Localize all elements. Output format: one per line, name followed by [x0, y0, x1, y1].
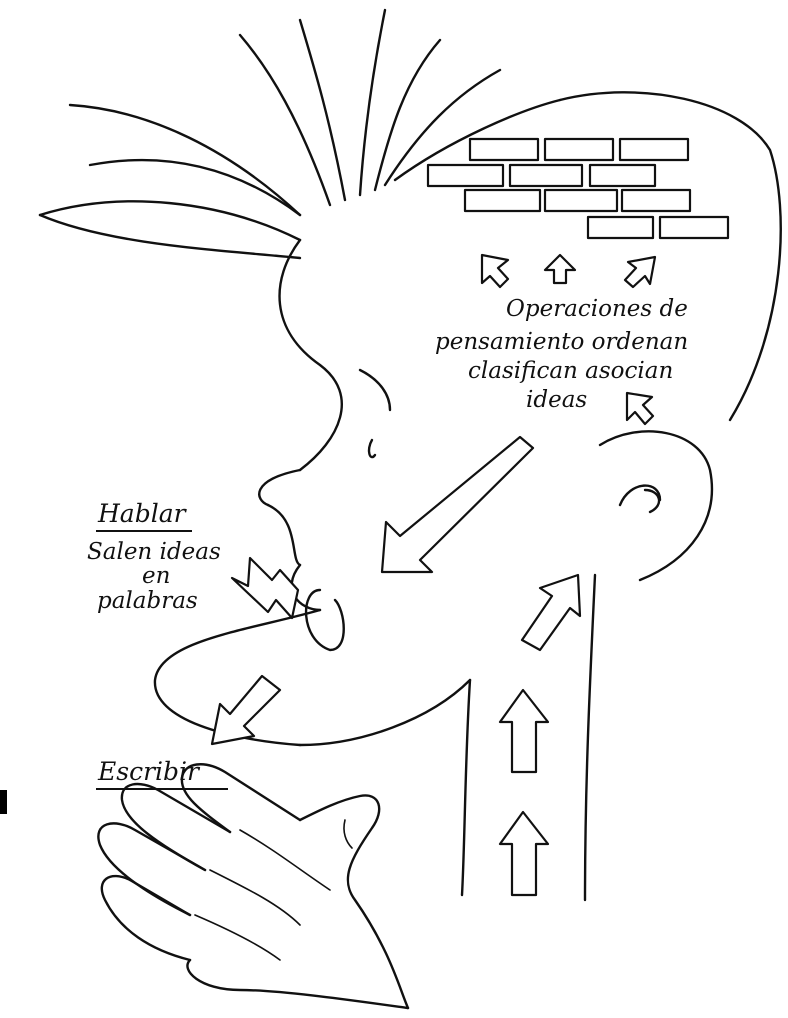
arrow-icon: [625, 391, 655, 426]
speak-line3: palabras: [97, 588, 198, 614]
brick-wall-icon: [426, 137, 730, 240]
speak-caption: Hablar Salen ideas en palabras: [87, 499, 221, 614]
thinking-caption: Operaciones de pensamiento ordenan clasi…: [435, 296, 688, 413]
arrow-icon: [623, 255, 657, 289]
arrow-icon: [543, 253, 577, 285]
arrow-icon: [498, 810, 550, 897]
neck-arrows: [498, 573, 582, 897]
ear: [598, 430, 714, 582]
hand-icon: [97, 763, 410, 1010]
speak-line1: Salen ideas: [87, 539, 221, 565]
hair: [38, 8, 562, 260]
write-caption: Escribir: [96, 757, 228, 790]
thinking-caption-line2: pensamiento ordenan: [435, 329, 688, 355]
thinking-arrows: [480, 253, 657, 426]
thinking-caption-line4: ideas: [526, 387, 587, 413]
thinking-caption-line1: Operaciones de: [506, 296, 688, 322]
arrow-icon: [480, 253, 510, 289]
speak-title: Hablar: [97, 499, 188, 528]
cheek: [304, 588, 345, 652]
arrow-icon: [498, 688, 550, 774]
margin-mark: [0, 790, 7, 814]
arrow-to-speak: [230, 556, 300, 620]
thinking-caption-line3: clasifican asocian: [468, 358, 673, 384]
neck: [460, 573, 597, 902]
write-title: Escribir: [97, 757, 201, 786]
arrow-icon: [520, 573, 582, 652]
arrow-to-write: [210, 674, 282, 746]
big-arrow-mouth: [380, 435, 535, 574]
speak-line2: en: [142, 563, 170, 589]
